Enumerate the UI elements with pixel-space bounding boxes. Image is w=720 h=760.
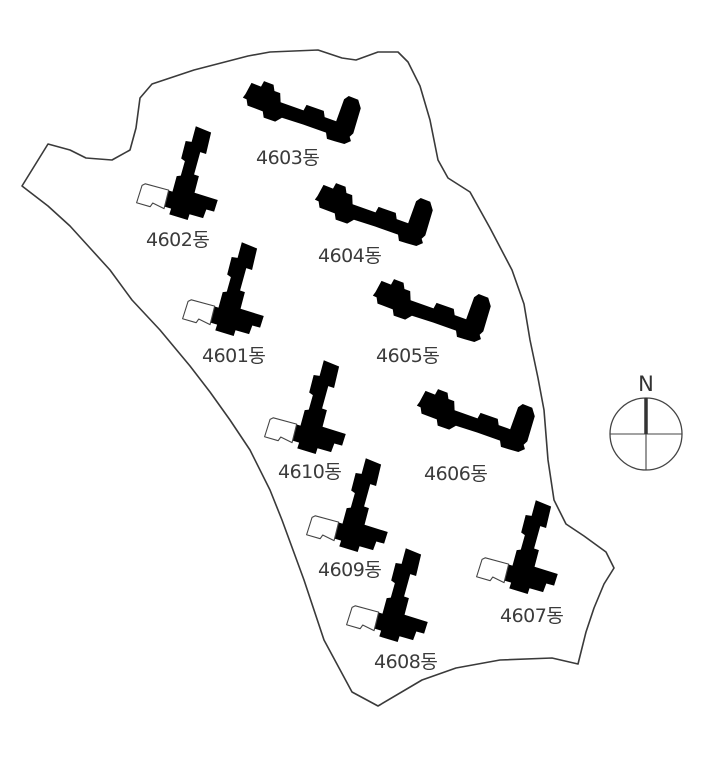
highlighted-unit[interactable] [136,183,170,210]
building-label[interactable]: 4607동 [500,605,564,627]
highlighted-unit[interactable] [264,417,298,444]
highlighted-unit[interactable] [182,299,216,326]
building-4610-footprint[interactable] [263,353,356,458]
building-label[interactable]: 4601동 [202,345,266,367]
building-label[interactable]: 4608동 [374,651,438,673]
building-label[interactable]: 4609동 [318,559,382,581]
building-4608-footprint[interactable] [345,541,438,646]
compass-north-label: N [638,372,654,396]
building-label[interactable]: 4610동 [278,461,342,483]
building-4609-footprint[interactable] [305,451,398,556]
building-4601-footprint[interactable] [181,235,274,340]
building-4607-footprint[interactable] [475,493,568,598]
building-label[interactable]: 4604동 [318,245,382,267]
building-label[interactable]: 4602동 [146,229,210,251]
north-arrow-compass: N [609,372,683,471]
building-4602-footprint[interactable] [135,119,228,224]
building-label[interactable]: 4606동 [424,463,488,485]
building-label[interactable]: 4603동 [256,147,320,169]
highlighted-unit[interactable] [346,605,380,632]
building-label[interactable]: 4605동 [376,345,440,367]
highlighted-unit[interactable] [306,515,340,542]
highlighted-unit[interactable] [476,557,510,584]
